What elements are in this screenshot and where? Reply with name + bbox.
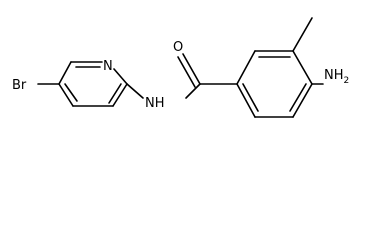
amino-nh-text: NH (324, 68, 344, 83)
atom-label-pyridine-nitrogen: N (103, 59, 113, 74)
bond-c2-nh (126, 83, 144, 99)
bond-b1-b2 (236, 50, 256, 85)
bond-c4-c5 (58, 83, 74, 107)
atom-label-amide-nh: NH (145, 96, 165, 111)
bond-carbonyl-o (182, 53, 201, 85)
atom-label-oxygen: O (173, 40, 183, 55)
bond-b4-b5 (292, 83, 313, 118)
bond-nh-carbonyl (185, 83, 201, 99)
bond-n1-c2 (113, 68, 128, 85)
bond-c2-c3-inner (108, 83, 122, 104)
benzamide-structure-diagram: O NH N Br NH2 (12, 17, 349, 118)
bond-b3-b4 (292, 50, 313, 85)
bond-b6-b1-inner (242, 83, 259, 112)
atom-labels: O NH N Br NH2 (12, 40, 349, 111)
atom-label-bromine: Br (12, 78, 27, 93)
bond-c4-c5-inner (64, 83, 78, 102)
bond-b3-methyl (292, 17, 313, 52)
bond-c5-c6 (58, 61, 72, 85)
bond-b6-b1 (236, 83, 256, 118)
bond-carbonyl-o-double (177, 56, 196, 88)
amino-subscript-2: 2 (344, 76, 350, 86)
bond-b4-b5-inner (289, 83, 307, 112)
bond-c2-c3 (112, 83, 128, 107)
atom-label-amino-nh2: NH2 (324, 68, 349, 86)
bond-lines (37, 17, 324, 118)
